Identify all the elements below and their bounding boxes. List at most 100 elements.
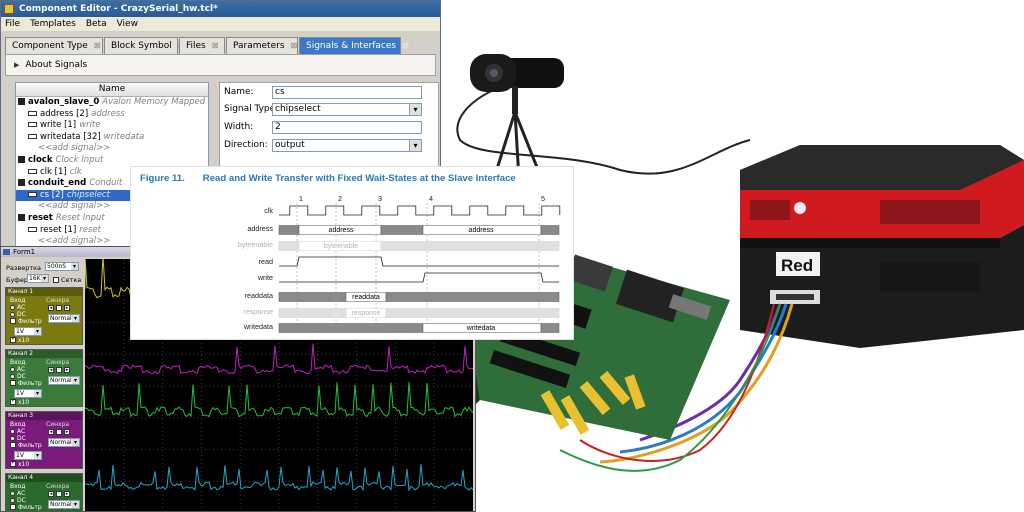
- x10-checkbox[interactable]: x10: [10, 335, 29, 344]
- filter-checkbox[interactable]: Фильтр: [10, 442, 42, 449]
- interface-icon: [18, 213, 25, 221]
- direction-select[interactable]: output: [272, 139, 422, 152]
- checkbox-icon: [53, 277, 59, 283]
- add-signal-row[interactable]: <<add signal>>: [16, 236, 208, 247]
- scope-trace: [85, 382, 473, 418]
- sync-mode-button[interactable]: ▸: [64, 429, 70, 435]
- tree-item-type: reset: [79, 224, 101, 235]
- add-signal-row[interactable]: <<add signal>>: [16, 143, 208, 155]
- sync-mode-button[interactable]: ▸: [64, 305, 70, 311]
- name-field[interactable]: cs: [272, 86, 422, 99]
- sync-mode-button[interactable]: ◂: [48, 305, 54, 311]
- trigger-mode-select[interactable]: Normal: [48, 500, 80, 509]
- figure-number: Figure 11.: [140, 173, 185, 184]
- expand-arrow-icon[interactable]: ▶: [14, 61, 20, 69]
- volts-select[interactable]: 1V: [14, 389, 42, 398]
- add-signal-row[interactable]: <<add signal>>: [16, 201, 208, 213]
- tree-column-header[interactable]: Name: [16, 83, 208, 97]
- menu-templates[interactable]: Templates: [30, 19, 76, 29]
- bus-segment: [380, 241, 560, 251]
- dc-coupling-radio[interactable]: DC: [10, 311, 26, 318]
- red-pitaya-box: Red: [740, 145, 1024, 348]
- signal-type-select[interactable]: chipselect: [272, 103, 422, 116]
- tab-files[interactable]: Files⊠: [179, 37, 225, 54]
- bus-segment: [278, 323, 424, 333]
- sync-mode-button[interactable]: ◂: [48, 367, 54, 373]
- filter-checkbox[interactable]: Фильтр: [10, 504, 42, 511]
- channel-label: Канал 3: [6, 412, 82, 420]
- tree-signal-row[interactable]: writedata [32]writedata: [16, 132, 208, 144]
- close-icon[interactable]: ⊠: [290, 41, 298, 50]
- sync-mode-button[interactable]: ◦: [56, 305, 62, 311]
- input-group-label: Вход: [10, 297, 26, 304]
- component-editor-titlebar[interactable]: Component Editor - CrazySerial_hw.tcl*: [1, 1, 440, 17]
- sync-mode-button[interactable]: ◦: [56, 429, 62, 435]
- buffer-select[interactable]: 16K: [27, 274, 49, 283]
- sweep-select[interactable]: 500nS: [45, 262, 79, 271]
- trigger-mode-select[interactable]: Normal: [48, 376, 80, 385]
- about-signals-bar[interactable]: ▶ About Signals: [5, 54, 436, 76]
- radio-icon: [10, 305, 15, 310]
- sync-mode-button[interactable]: ◂: [48, 429, 54, 435]
- bus-segment: [278, 308, 347, 318]
- volts-select[interactable]: 1V: [14, 327, 42, 336]
- sync-mode-button[interactable]: ▸: [64, 491, 70, 497]
- tree-item-name: writedata [32]: [40, 131, 101, 142]
- menu-bar: File Templates Beta View: [1, 17, 440, 31]
- option-label: Фильтр: [18, 380, 42, 387]
- signal-icon: [28, 168, 37, 174]
- ac-coupling-radio[interactable]: AC: [10, 304, 25, 311]
- tree-signal-row[interactable]: address [2]address: [16, 109, 208, 121]
- close-icon[interactable]: ⊠: [211, 41, 219, 50]
- trigger-mode-select[interactable]: Normal: [48, 314, 80, 323]
- menu-file[interactable]: File: [5, 19, 21, 29]
- sync-mode-button[interactable]: ▸: [64, 367, 70, 373]
- write-waveform: [279, 272, 559, 283]
- bus-segment: [540, 225, 560, 235]
- trigger-mode-select[interactable]: Normal: [48, 438, 80, 447]
- close-icon[interactable]: ⊠: [402, 41, 409, 50]
- sync-mode-button[interactable]: ◦: [56, 491, 62, 497]
- volts-select[interactable]: 1V: [14, 451, 42, 460]
- sync-group-label: Синхра: [46, 297, 70, 304]
- filter-checkbox[interactable]: Фильтр: [10, 380, 42, 387]
- sync-mode-button[interactable]: ◂: [48, 491, 54, 497]
- filter-checkbox[interactable]: Фильтр: [10, 318, 42, 325]
- width-field[interactable]: 2: [272, 121, 422, 134]
- ac-coupling-radio[interactable]: AC: [10, 366, 25, 373]
- tab-block-symbol[interactable]: Block Symbol⊠: [104, 37, 184, 54]
- channel-label: Канал 4: [6, 474, 82, 482]
- tree-signal-row[interactable]: write [1]write: [16, 120, 208, 132]
- x10-checkbox[interactable]: x10: [10, 459, 29, 468]
- menu-view[interactable]: View: [116, 19, 138, 29]
- ac-coupling-radio[interactable]: AC: [10, 490, 25, 497]
- signal-icon: [28, 191, 37, 197]
- tab-parameters[interactable]: Parameters⊠: [226, 37, 298, 54]
- menu-beta[interactable]: Beta: [85, 19, 107, 29]
- close-icon[interactable]: ⊠: [93, 41, 101, 50]
- signal-icon: [28, 110, 37, 116]
- dc-coupling-radio[interactable]: DC: [10, 373, 26, 380]
- figure-title: Figure 11.Read and Write Transfer with F…: [140, 173, 516, 184]
- tab-signals-interfaces[interactable]: Signals & Interfaces⊠: [299, 37, 409, 54]
- sync-mode-button[interactable]: ◦: [56, 367, 62, 373]
- about-signals-label: About Signals: [25, 60, 88, 70]
- grid-toggle[interactable]: Сетка: [53, 276, 81, 284]
- option-label: AC: [17, 366, 26, 373]
- dc-coupling-radio[interactable]: DC: [10, 497, 26, 504]
- tree-signal-row[interactable]: cs [2]chipselect: [16, 189, 208, 202]
- tree-signal-row[interactable]: reset [1]reset: [16, 225, 208, 237]
- x10-checkbox[interactable]: x10: [10, 397, 29, 406]
- checkbox-icon: [10, 442, 16, 448]
- tab-component-type[interactable]: Component Type⊠: [5, 37, 103, 54]
- tree-signal-row[interactable]: clk [1]clk: [16, 167, 208, 179]
- ac-coupling-radio[interactable]: AC: [10, 428, 25, 435]
- dc-coupling-radio[interactable]: DC: [10, 435, 26, 442]
- option-label: DC: [17, 373, 26, 380]
- checkbox-icon: [10, 504, 16, 510]
